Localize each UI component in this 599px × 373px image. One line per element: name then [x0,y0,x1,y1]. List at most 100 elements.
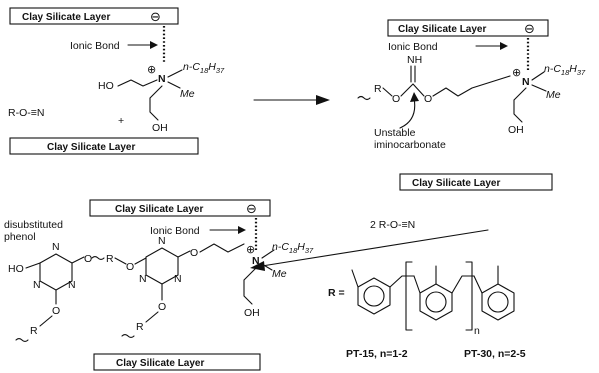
panel-iminocarbonate: Clay Silicate Layer ⊖ Ionic Bond NH R O … [357,19,586,191]
triazine-1-oxygen: O [84,253,92,265]
panel-product: Clay Silicate Layer ⊖ disubstituted phen… [4,199,314,371]
ring-2-methylene [451,275,475,294]
methyl-bond [531,84,547,92]
triazine-1-o-bond [71,256,85,264]
triazine-1-lower-oxygen: O [52,305,60,317]
imine-group: NH [407,54,422,66]
arrow-shaft [261,229,489,267]
ether-oxygen-2: O [424,93,432,105]
benzene-ring-3 [481,283,515,321]
carbonate-backbone [400,83,425,97]
alkyl-bond [167,69,183,78]
clay-layer-label: Clay Silicate Layer [115,204,203,215]
triazine-2-oxygen-right: O [190,247,198,259]
cyanate-ester: R-O-≡N [8,107,44,119]
clay-layer-box-product-bottom [93,353,261,371]
ionic-bond-arrowhead [150,41,158,49]
clay-layer-box-top-left [9,7,179,25]
alkyl-bond [261,249,275,259]
benzene-ring-1 [357,277,391,315]
alkyl-chain: n-C18H37 [183,61,225,75]
methyl-label: Me [272,268,287,280]
triazine-1-n1: N [52,241,60,253]
triazine-1-lower-r: R [30,325,38,337]
triazine-1-n2: N [33,279,41,291]
benzene-ring-1-aromatic [363,285,385,307]
ammonium-nitrogen: N [522,76,530,88]
triazine-2-lower-r: R [136,321,144,333]
panel-reactants: Clay Silicate Layer ⊖ Ionic Bond ⊕ N n-C… [8,7,225,155]
r-equals-label: R = [328,287,345,299]
triazine-1-oh-bond [25,262,41,269]
clay-layer-label: Clay Silicate Layer [398,24,486,35]
hydroxyethyl-upper [117,79,158,87]
alkyl-chain: n-C18H37 [272,241,314,255]
pt15-label: PT-15, n=1-2 [346,348,408,360]
negative-charge-symbol: ⊖ [150,9,161,24]
iminocarbonate-pointer-head [410,92,419,102]
ammonium-charge: ⊕ [147,64,156,76]
methyl-bond [261,263,273,271]
plus-sign: + [118,115,124,127]
arrow-head [250,261,265,271]
wavy-bond-2 [15,337,29,343]
repeat-bracket-left [405,261,413,331]
ionic-bond-arrowhead [238,226,246,234]
disubstituted-label-line2: phenol [4,231,36,243]
clay-layer-box-bottom-left [9,137,199,155]
ring-r-label: R [374,83,382,95]
hydroxyethyl-lower [513,87,527,123]
wavy-bond-3 [121,333,135,339]
wavy-bond-1 [91,255,105,261]
benzene-ring-2 [419,283,453,321]
iminocarbonate-pointer [399,97,416,129]
hydroxyethyl-lower [243,267,257,305]
ionic-bond-label: Ionic Bond [150,225,200,237]
alkyl-chain: n-C18H37 [544,63,586,77]
clay-layer-label: Clay Silicate Layer [116,358,204,369]
benzene-ring-3-aromatic [487,291,509,313]
reaction-arrow-1 [253,95,330,105]
hydroxyl-lower: OH [244,307,260,319]
ammonium-charge: ⊕ [246,244,255,256]
ionic-bond-label: Ionic Bond [70,40,120,52]
ether-oxygen: O [392,93,400,105]
ammonium-nitrogen: N [158,73,166,85]
triazine-1-r: R [106,253,114,265]
ring-1-methylene [389,275,415,288]
clay-layer-box-product-top [89,199,271,217]
clay-layer-label: Clay Silicate Layer [22,12,110,23]
unstable-label-line1: Unstable [374,127,416,139]
hydroxyethyl-lower [149,85,163,121]
panel-r-definition: R = n PT-15, n=1-2 PT-30, n=2-5 [328,261,526,360]
ionic-bond-arrowhead [500,42,508,50]
methyl-bond [167,81,181,89]
triazine-2-lower-oxygen: O [158,301,166,313]
wavy-bond [357,95,371,101]
ethyl-linker [432,75,511,97]
triazine-1-hydroxyl: HO [8,263,24,275]
o-to-triazine-2 [134,257,147,265]
ionic-bond-label: Ionic Bond [388,41,438,53]
arrow-head [316,95,330,105]
clay-layer-label: Clay Silicate Layer [412,178,500,189]
ring-2-left-bond [413,275,421,294]
repeat-n-label: n [474,325,480,337]
cyanate-reagent: 2 R-O-≡N [370,219,415,231]
clay-layer-label: Clay Silicate Layer [47,142,135,153]
unstable-label-line2: iminocarbonate [374,139,446,151]
triazine-1-lower-r-bond [39,315,53,327]
triazine-2-n3: N [174,273,182,285]
ethyl-linker [199,243,245,253]
reaction-arrow-2: 2 R-O-≡N [250,219,489,271]
ring-1-substituent [351,269,359,288]
benzene-ring-2-aromatic [425,291,447,313]
clay-layer-box-mid-right [399,173,553,191]
disubstituted-label-line1: disubstituted [4,219,63,231]
clay-layer-box-top-right [387,19,549,37]
ring-3-left-bond [473,275,483,294]
triazine-1-n3: N [68,279,76,291]
hydroxyl-upper: HO [98,80,114,92]
methyl-label: Me [546,89,561,101]
